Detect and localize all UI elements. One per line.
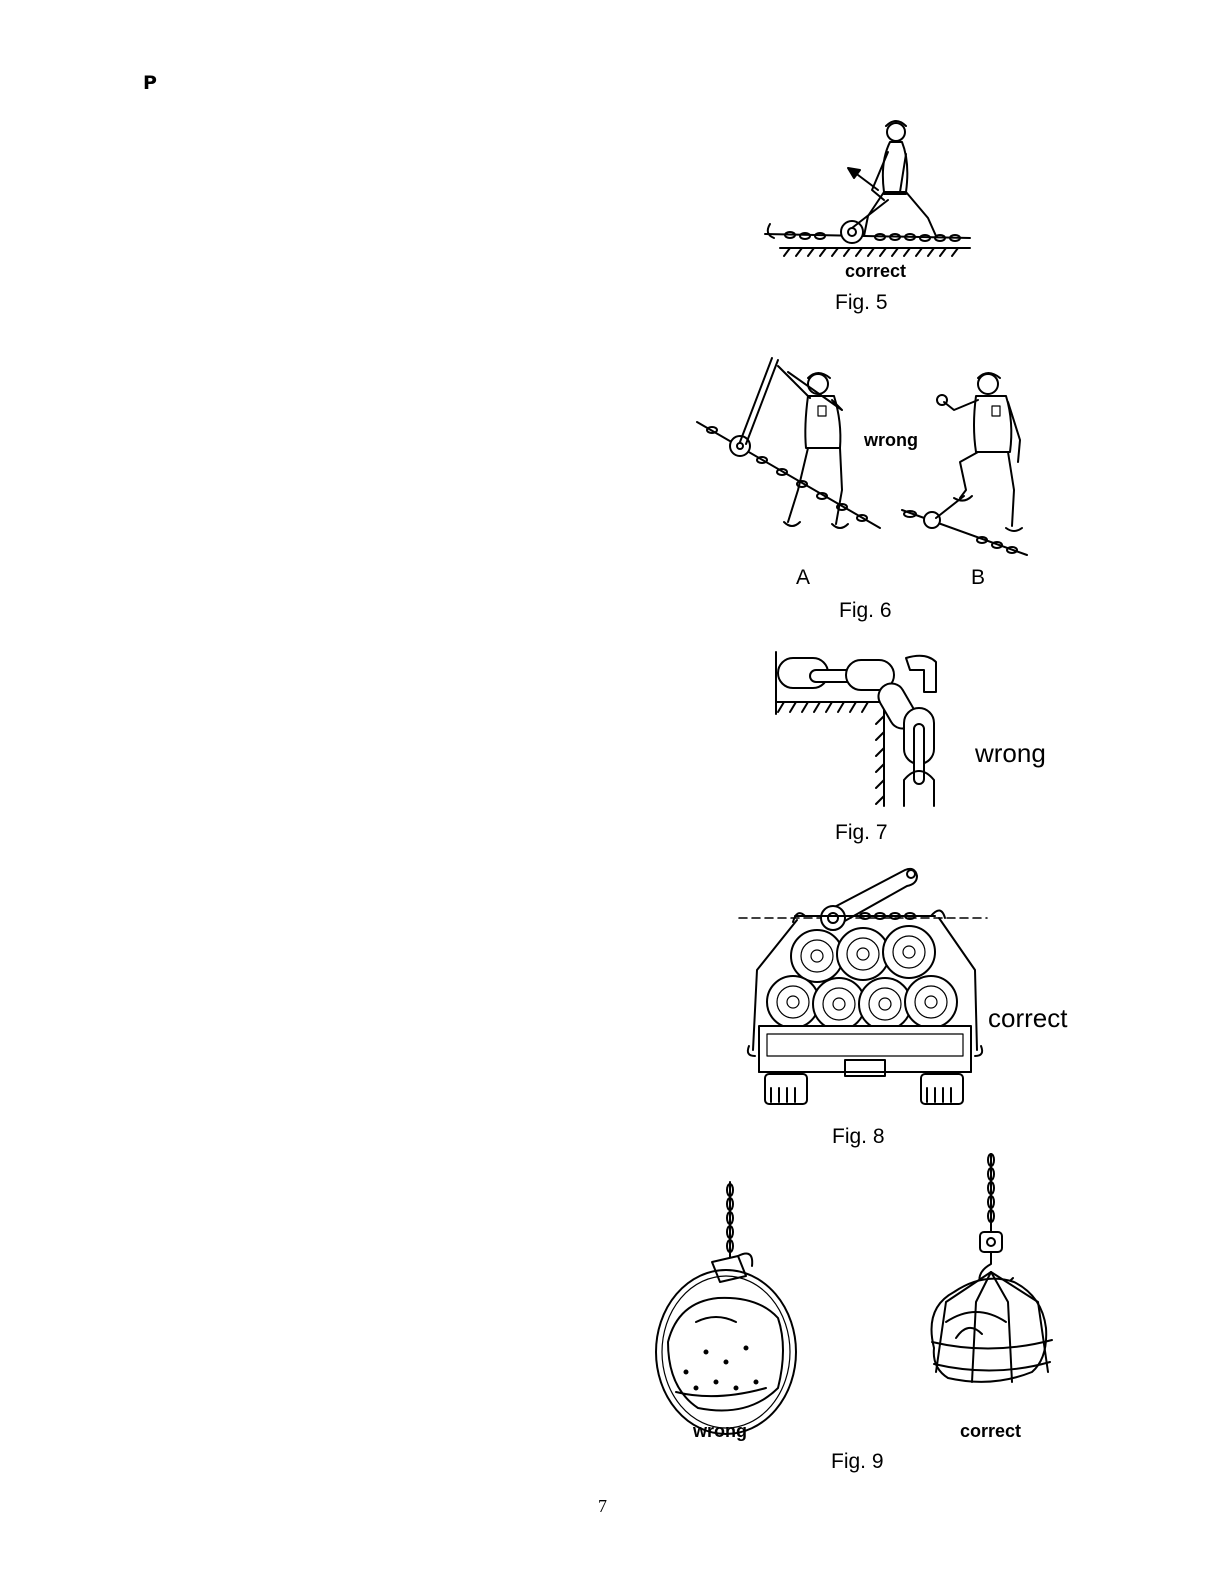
fig7-caption: Fig. 7 <box>835 821 888 845</box>
fig6-illustration <box>692 350 1032 565</box>
page-number: 7 <box>598 1496 607 1517</box>
fig6-label: wrong <box>864 430 918 451</box>
fig9-left-label: wrong <box>693 1421 747 1442</box>
fig5-caption: Fig. 5 <box>835 291 888 315</box>
fig7-illustration <box>772 650 952 810</box>
fig8-label: correct <box>988 1003 1067 1034</box>
fig6-left-label: A <box>796 566 810 590</box>
fig7-label: wrong <box>975 738 1046 769</box>
fig8-illustration <box>735 860 990 1110</box>
fig5-illustration <box>760 112 980 262</box>
fig5-label: correct <box>845 261 906 282</box>
fig9-illustration <box>646 1152 1086 1417</box>
fig9-right-label: correct <box>960 1421 1021 1442</box>
fig6-right-label: B <box>971 566 985 590</box>
fig8-caption: Fig. 8 <box>832 1125 885 1149</box>
section-heading: P <box>143 72 157 94</box>
fig9-caption: Fig. 9 <box>831 1450 884 1474</box>
fig6-caption: Fig. 6 <box>839 599 892 623</box>
